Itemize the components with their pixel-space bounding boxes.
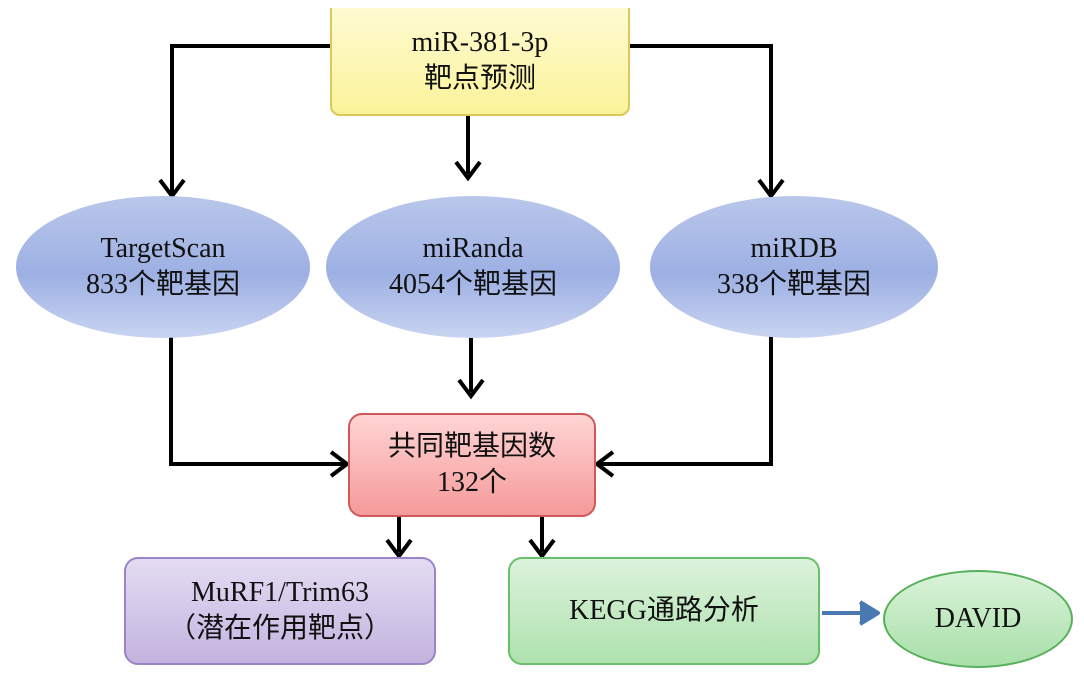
targetscan-count: 833个靶基因 (85, 269, 240, 300)
kegg-label: KEGG通路分析 (569, 595, 759, 626)
mirdb-count: 338个靶基因 (716, 269, 871, 300)
mirdb-ellipse: miRDB 338个靶基因 (650, 196, 938, 338)
david-ellipse: DAVID (883, 570, 1073, 668)
targetscan-label: TargetScan (100, 233, 226, 264)
david-label: DAVID (934, 603, 1022, 634)
miranda-label: miRanda (422, 233, 524, 264)
murf1-box: MuRF1/Trim63 （潜在作用靶点） (124, 557, 436, 665)
arrow-targetscan-to-common (169, 330, 344, 466)
arrow-top-to-targetscan (170, 44, 330, 193)
mir-prediction-box: miR-381-3p 靶点预测 (330, 8, 630, 116)
miranda-ellipse: miRanda 4054个靶基因 (326, 196, 620, 338)
mir-name-label: miR-381-3p (411, 27, 549, 58)
arrow-top-to-mirdb (630, 44, 773, 193)
prediction-label: 靶点预测 (423, 63, 536, 94)
common-targets-box: 共同靶基因数 132个 (348, 413, 596, 517)
common-targets-label: 共同靶基因数 (387, 431, 556, 462)
arrow-mirdb-to-common (600, 330, 773, 466)
miranda-count: 4054个靶基因 (388, 269, 557, 300)
mirdb-label: miRDB (750, 233, 838, 264)
targetscan-ellipse: TargetScan 833个靶基因 (16, 196, 310, 338)
murf1-label: MuRF1/Trim63 (191, 577, 369, 608)
kegg-analysis-box: KEGG通路分析 (508, 557, 820, 665)
common-targets-count: 132个 (436, 467, 507, 498)
murf1-note: （潜在作用靶点） (167, 613, 392, 644)
